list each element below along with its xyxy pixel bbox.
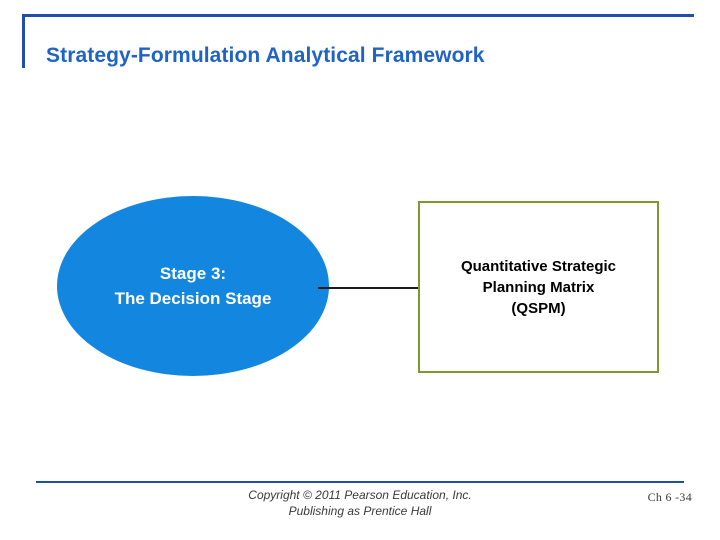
footer-page-number: Ch 6 -34 <box>647 490 692 504</box>
qspm-box-shape: Quantitative Strategic Planning Matrix (… <box>418 201 659 373</box>
stage-ellipse-label: Stage 3: The Decision Stage <box>114 264 272 308</box>
top-divider <box>22 14 694 17</box>
footer-divider <box>36 481 684 483</box>
qspm-box-label: Quantitative Strategic Planning Matrix (… <box>460 257 617 317</box>
footer-copyright: Copyright © 2011 Pearson Education, Inc.… <box>248 488 472 518</box>
page-title: Strategy-Formulation Analytical Framewor… <box>46 44 485 67</box>
connector-line <box>318 287 418 289</box>
stage-ellipse-shape: Stage 3: The Decision Stage <box>57 196 329 376</box>
title-accent-bar <box>22 14 25 68</box>
